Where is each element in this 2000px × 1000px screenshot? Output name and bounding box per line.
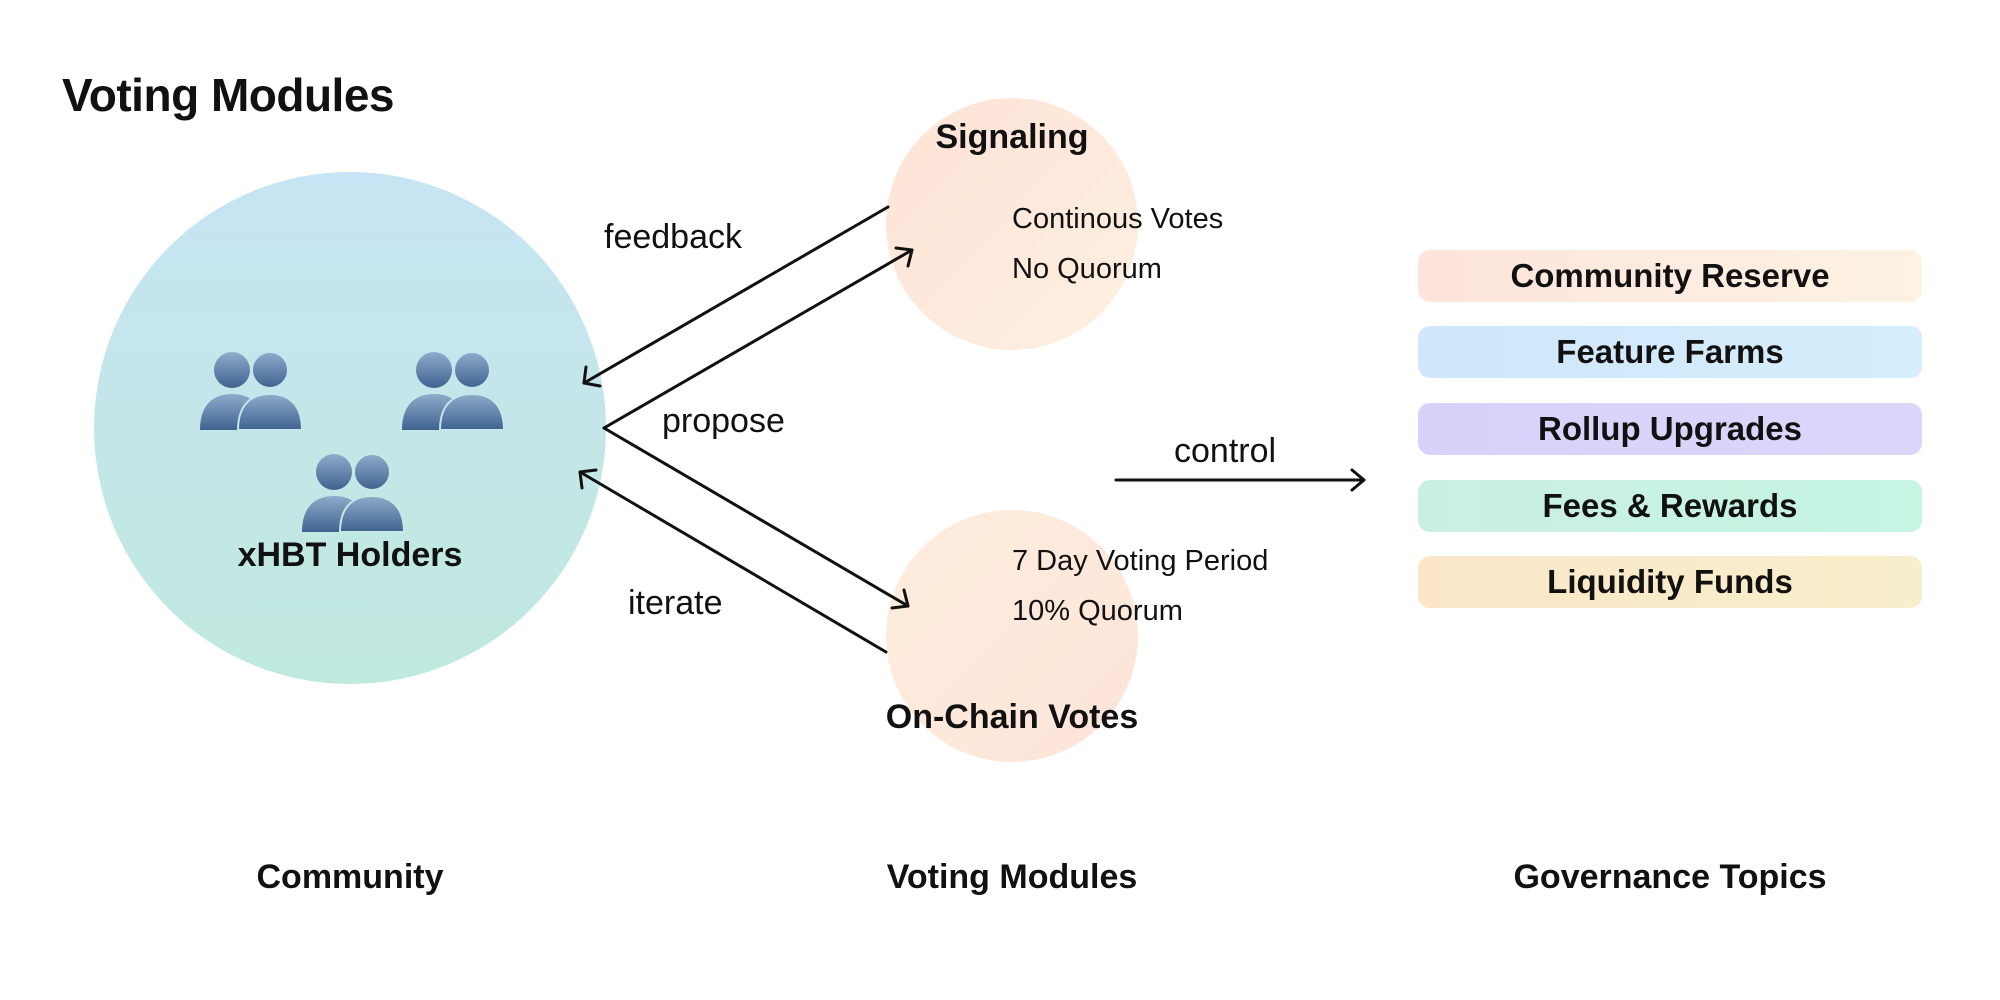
- topic-feature-farms: Feature Farms: [1418, 326, 1922, 378]
- people-group-icon: [200, 351, 302, 431]
- community-circle: [94, 172, 606, 684]
- column-label-voting-modules: Voting Modules: [886, 858, 1138, 896]
- signaling-note: Continous Votes: [1012, 203, 1224, 235]
- topic-community-reserve: Community Reserve: [1418, 250, 1922, 302]
- people-group-icon: [302, 453, 404, 533]
- topic-liquidity-funds: Liquidity Funds: [1418, 556, 1922, 608]
- edge-label-feedback: feedback: [604, 218, 742, 256]
- edge-label-iterate: iterate: [628, 584, 723, 622]
- edge-label-propose: propose: [662, 402, 785, 440]
- topic-rollup-upgrades: Rollup Upgrades: [1418, 403, 1922, 455]
- topic-fees-rewards: Fees & Rewards: [1418, 480, 1922, 532]
- onchain-circle: [886, 510, 1138, 762]
- signaling-note: No Quorum: [1012, 253, 1162, 285]
- column-label-governance-topics: Governance Topics: [1513, 858, 1827, 896]
- people-group-icon: [402, 351, 504, 431]
- holders-label: xHBT Holders: [237, 536, 463, 574]
- onchain-note: 7 Day Voting Period: [1012, 545, 1269, 577]
- onchain-title: On-Chain Votes: [885, 698, 1139, 736]
- signaling-circle: [886, 98, 1138, 350]
- signaling-title: Signaling: [935, 118, 1089, 156]
- edge-label-control: control: [1174, 432, 1277, 470]
- page-title: Voting Modules: [62, 69, 395, 121]
- propose-arrow-down: [602, 426, 910, 608]
- column-label-community: Community: [256, 858, 444, 896]
- iterate-arrow: [578, 470, 888, 654]
- onchain-note: 10% Quorum: [1012, 595, 1183, 627]
